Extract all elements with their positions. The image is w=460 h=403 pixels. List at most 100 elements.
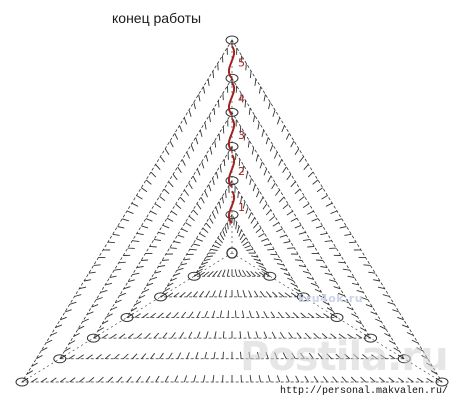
- stitch-mark: [217, 269, 222, 277]
- stitch-mark: [388, 340, 396, 345]
- stitch-mark: [159, 196, 166, 202]
- stitch-mark: [278, 159, 283, 166]
- footer-url: http://personal.makvalen.ru/: [279, 386, 448, 397]
- stitch-mark: [326, 307, 334, 312]
- stitch-mark: [212, 310, 216, 318]
- row-outline: [92, 111, 372, 339]
- stitch-mark: [93, 264, 101, 266]
- stitch-mark: [294, 259, 303, 261]
- stitch-mark: [186, 151, 191, 159]
- stitch-mark: [261, 129, 265, 137]
- stitch-mark: [107, 241, 115, 244]
- stitch-mark: [286, 174, 292, 181]
- stitch-mark: [263, 243, 272, 247]
- stitch-mark: [95, 297, 103, 301]
- stitch-mark: [157, 312, 164, 318]
- stitch-mark: [277, 311, 283, 318]
- stitch-mark: [199, 290, 205, 298]
- stitch-mark: [362, 354, 369, 360]
- stitch-mark: [248, 310, 252, 318]
- stitch-mark: [274, 352, 278, 359]
- stitch-mark: [300, 352, 305, 360]
- stitch-mark: [109, 275, 117, 279]
- stitch-mark: [240, 351, 242, 359]
- row-start-marker: [227, 190, 235, 224]
- stitch-mark: [243, 133, 246, 141]
- stitch-mark: [265, 209, 272, 216]
- stitch-mark: [110, 333, 117, 339]
- stitch-mark: [196, 311, 201, 318]
- stitch-mark: [382, 294, 390, 297]
- stitch-mark: [259, 290, 265, 298]
- stitch-mark: [188, 331, 193, 339]
- stitch-mark: [193, 375, 197, 383]
- stitch-mark: [55, 324, 63, 329]
- stitch-mark: [373, 279, 381, 282]
- stitch-mark: [164, 375, 169, 383]
- stitch-mark: [308, 352, 314, 360]
- stitch-mark: [101, 333, 109, 339]
- stitch-mark: [361, 297, 369, 301]
- stitch-mark: [283, 272, 291, 277]
- stitch-mark: [218, 289, 222, 298]
- stitch-mark: [98, 376, 104, 383]
- stitch-mark: [248, 107, 251, 115]
- stitch-mark: [268, 102, 271, 110]
- stitch-mark: [160, 156, 165, 163]
- stitch-layer: [15, 35, 449, 387]
- stitch-mark: [257, 122, 260, 130]
- stitch-mark: [397, 316, 404, 321]
- stitch-mark: [123, 286, 131, 290]
- stitch-mark: [333, 286, 341, 290]
- stitch-mark: [371, 354, 378, 360]
- stitch-mark: [195, 137, 199, 145]
- stitch-mark: [278, 291, 285, 298]
- stitch-mark: [163, 287, 171, 292]
- stitch-mark: [73, 333, 80, 337]
- stitch-mark: [416, 347, 424, 352]
- stitch-mark: [222, 229, 226, 237]
- stitch-mark: [68, 340, 76, 345]
- row-outline: [126, 145, 338, 318]
- stitch-mark: [265, 352, 269, 359]
- stitch-mark: [313, 332, 319, 339]
- row-outline: [159, 179, 305, 298]
- stitch-mark: [221, 196, 224, 204]
- stitch-mark: [238, 269, 242, 277]
- stitch-mark: [59, 377, 67, 383]
- stitch-mark: [282, 203, 289, 210]
- stitch-mark: [31, 377, 38, 383]
- stitch-mark: [421, 355, 428, 360]
- stitch-mark: [368, 271, 376, 274]
- stitch-mark: [292, 312, 299, 318]
- stitch-mark: [177, 234, 185, 238]
- stitch-mark: [205, 331, 209, 339]
- stitch-mark: [321, 195, 328, 200]
- stitch-mark: [40, 347, 48, 352]
- stitch-mark: [77, 354, 84, 360]
- stitch-mark: [119, 333, 126, 339]
- stitch-mark: [212, 178, 215, 186]
- stitch-mark: [401, 324, 409, 329]
- stitch-mark: [293, 287, 301, 292]
- stitch-mark: [203, 271, 210, 277]
- stitch-mark: [234, 269, 238, 277]
- stitch-mark: [236, 226, 240, 234]
- stitch-mark: [267, 248, 275, 251]
- stitch-mark: [201, 161, 205, 169]
- stitch-mark: [239, 126, 242, 134]
- stitch-mark: [119, 292, 127, 297]
- stitch-mark: [86, 311, 94, 315]
- stitch-mark: [265, 291, 272, 298]
- stitch-mark: [302, 270, 310, 274]
- stitch-mark: [209, 147, 213, 155]
- stitch-mark: [196, 331, 201, 339]
- stitch-mark: [117, 376, 123, 383]
- stitch-mark: [204, 310, 208, 318]
- stitch-mark: [330, 333, 337, 339]
- stitch-mark: [288, 332, 293, 339]
- stitch-mark: [86, 354, 93, 360]
- stitch-mark: [170, 277, 177, 282]
- stitch-mark: [326, 353, 333, 360]
